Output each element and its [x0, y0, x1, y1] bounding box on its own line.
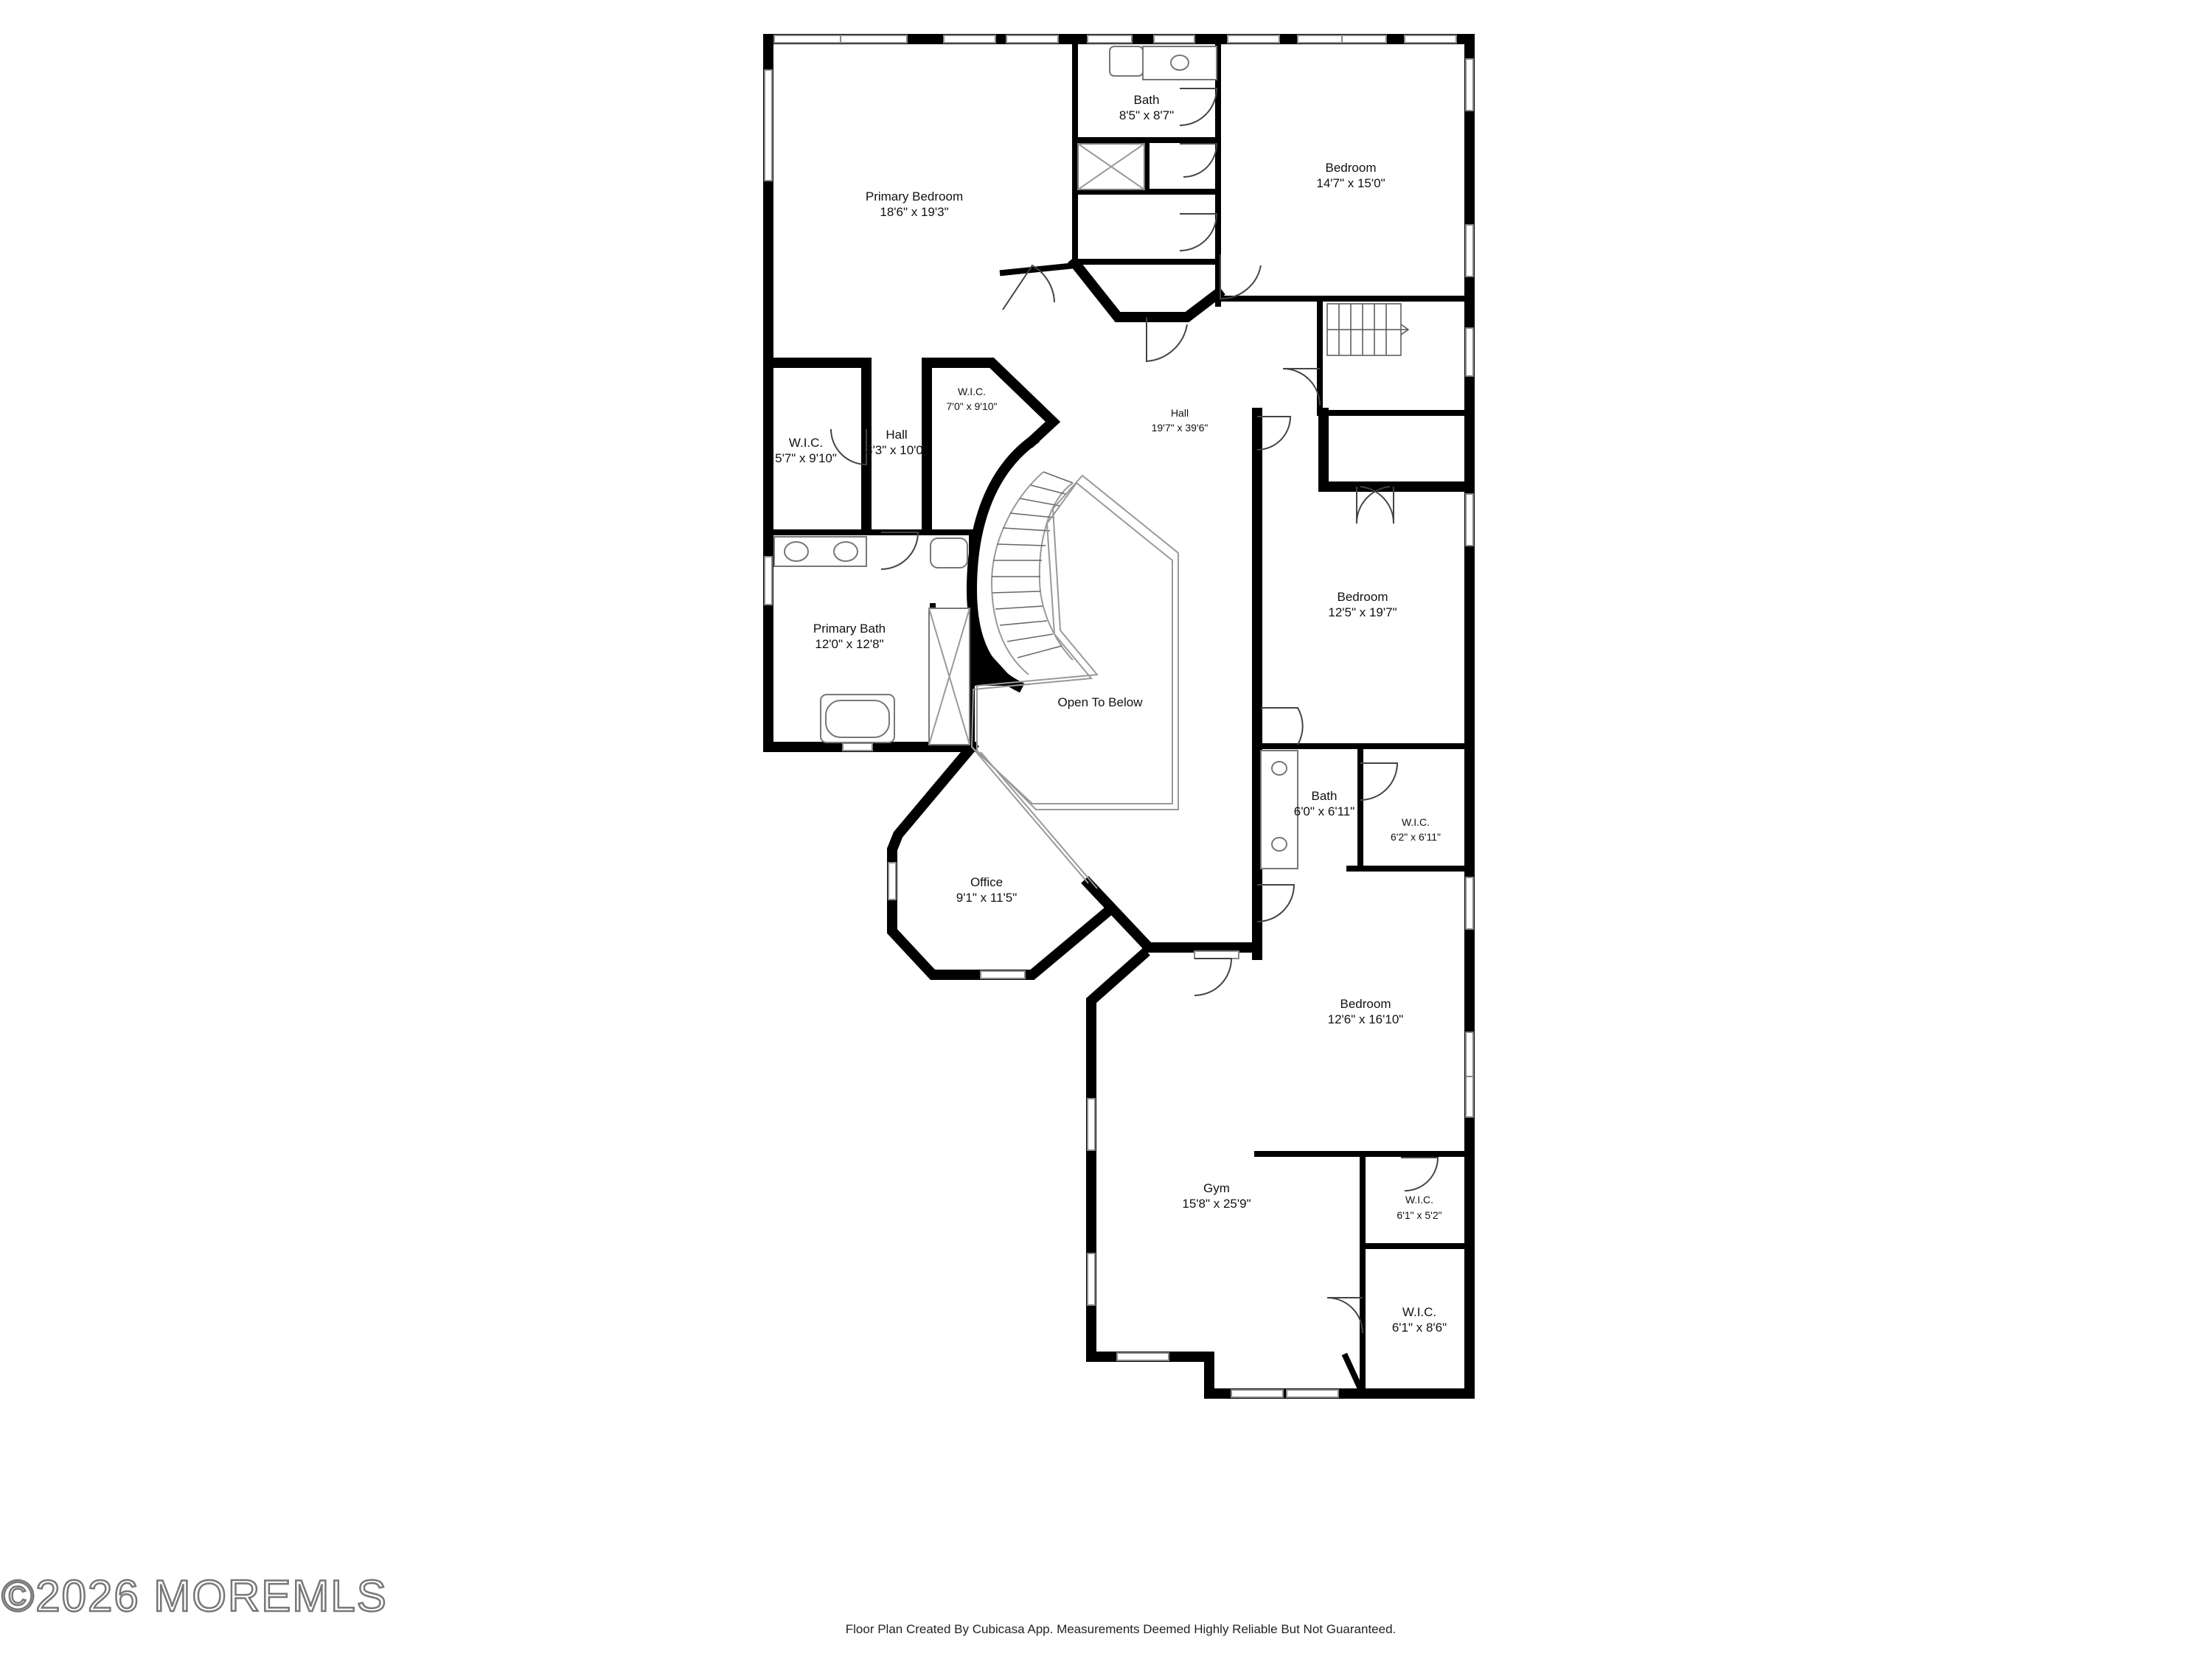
room-name-primary-bath: Primary Bath	[813, 622, 886, 636]
room-dims-wic-4: 6'1" x 5'2"	[1397, 1209, 1441, 1221]
curved-staircase	[966, 434, 1074, 693]
room-name-office: Office	[970, 875, 1003, 889]
room-dims-wic-5: 6'1" x 8'6"	[1392, 1321, 1447, 1335]
open-to-below-outline	[970, 481, 1173, 804]
room-name-bedroom-1: Bedroom	[1326, 161, 1377, 175]
room-dims-bedroom-1: 14'7" x 15'0"	[1316, 176, 1385, 190]
room-dims-wic-3: 6'2" x 6'11"	[1391, 831, 1441, 843]
straight-stair	[1326, 303, 1410, 356]
room-dims-primary-bedroom: 18'6" x 19'3"	[880, 205, 948, 219]
room-dims-hall-main: 19'7" x 39'6"	[1152, 422, 1208, 434]
room-name-wic-2: W.I.C.	[789, 436, 823, 450]
room-dims-office: 9'1" x 11'5"	[956, 891, 1018, 905]
room-name-hall-main: Hall	[1171, 407, 1189, 419]
room-dims-wic-1: 7'0" x 9'10"	[947, 400, 998, 412]
room-name-bath-1: Bath	[1134, 93, 1160, 107]
room-dims-hall-small: 3'3" x 10'0"	[866, 443, 928, 457]
room-name-bath-2: Bath	[1312, 789, 1338, 803]
room-dims-bath-1: 8'5" x 8'7"	[1119, 108, 1174, 122]
room-labels: Primary Bedroom 18'6" x 19'3" Bath 8'5" …	[775, 93, 1447, 1335]
room-dims-gym: 15'8" x 25'9"	[1182, 1197, 1251, 1211]
room-dims-bedroom-3: 12'6" x 16'10"	[1328, 1012, 1404, 1026]
windows	[764, 35, 1474, 1398]
fixtures	[773, 46, 1298, 869]
room-name-wic-1: W.I.C.	[958, 386, 986, 397]
stair-treads	[992, 471, 1074, 658]
room-name-bedroom-2: Bedroom	[1338, 590, 1388, 604]
room-name-hall-small: Hall	[886, 428, 907, 442]
interior-walls	[763, 36, 1475, 1398]
room-name-bedroom-3: Bedroom	[1340, 997, 1391, 1011]
room-name-wic-4: W.I.C.	[1405, 1194, 1433, 1206]
room-name-open-to-below: Open To Below	[1058, 695, 1144, 709]
disclaimer-footer: Floor Plan Created By Cubicasa App. Meas…	[0, 1622, 2212, 1637]
disclaimer-text: Floor Plan Created By Cubicasa App. Meas…	[845, 1622, 1397, 1636]
watermark: ©2026 MOREMLS	[1, 1571, 388, 1622]
doors	[830, 88, 1439, 1334]
open-to-below-inner	[976, 474, 1179, 810]
room-name-gym: Gym	[1203, 1181, 1230, 1195]
room-name-wic-5: W.I.C.	[1402, 1305, 1436, 1319]
room-dims-bath-2: 6'0" x 6'11"	[1294, 804, 1355, 818]
room-dims-wic-2: 5'7" x 9'10"	[775, 451, 837, 465]
room-dims-bedroom-2: 12'5" x 19'7"	[1328, 605, 1397, 619]
room-name-primary-bedroom: Primary Bedroom	[866, 189, 963, 204]
room-dims-primary-bath: 12'0" x 12'8"	[815, 637, 883, 651]
room-name-wic-3: W.I.C.	[1402, 816, 1430, 828]
